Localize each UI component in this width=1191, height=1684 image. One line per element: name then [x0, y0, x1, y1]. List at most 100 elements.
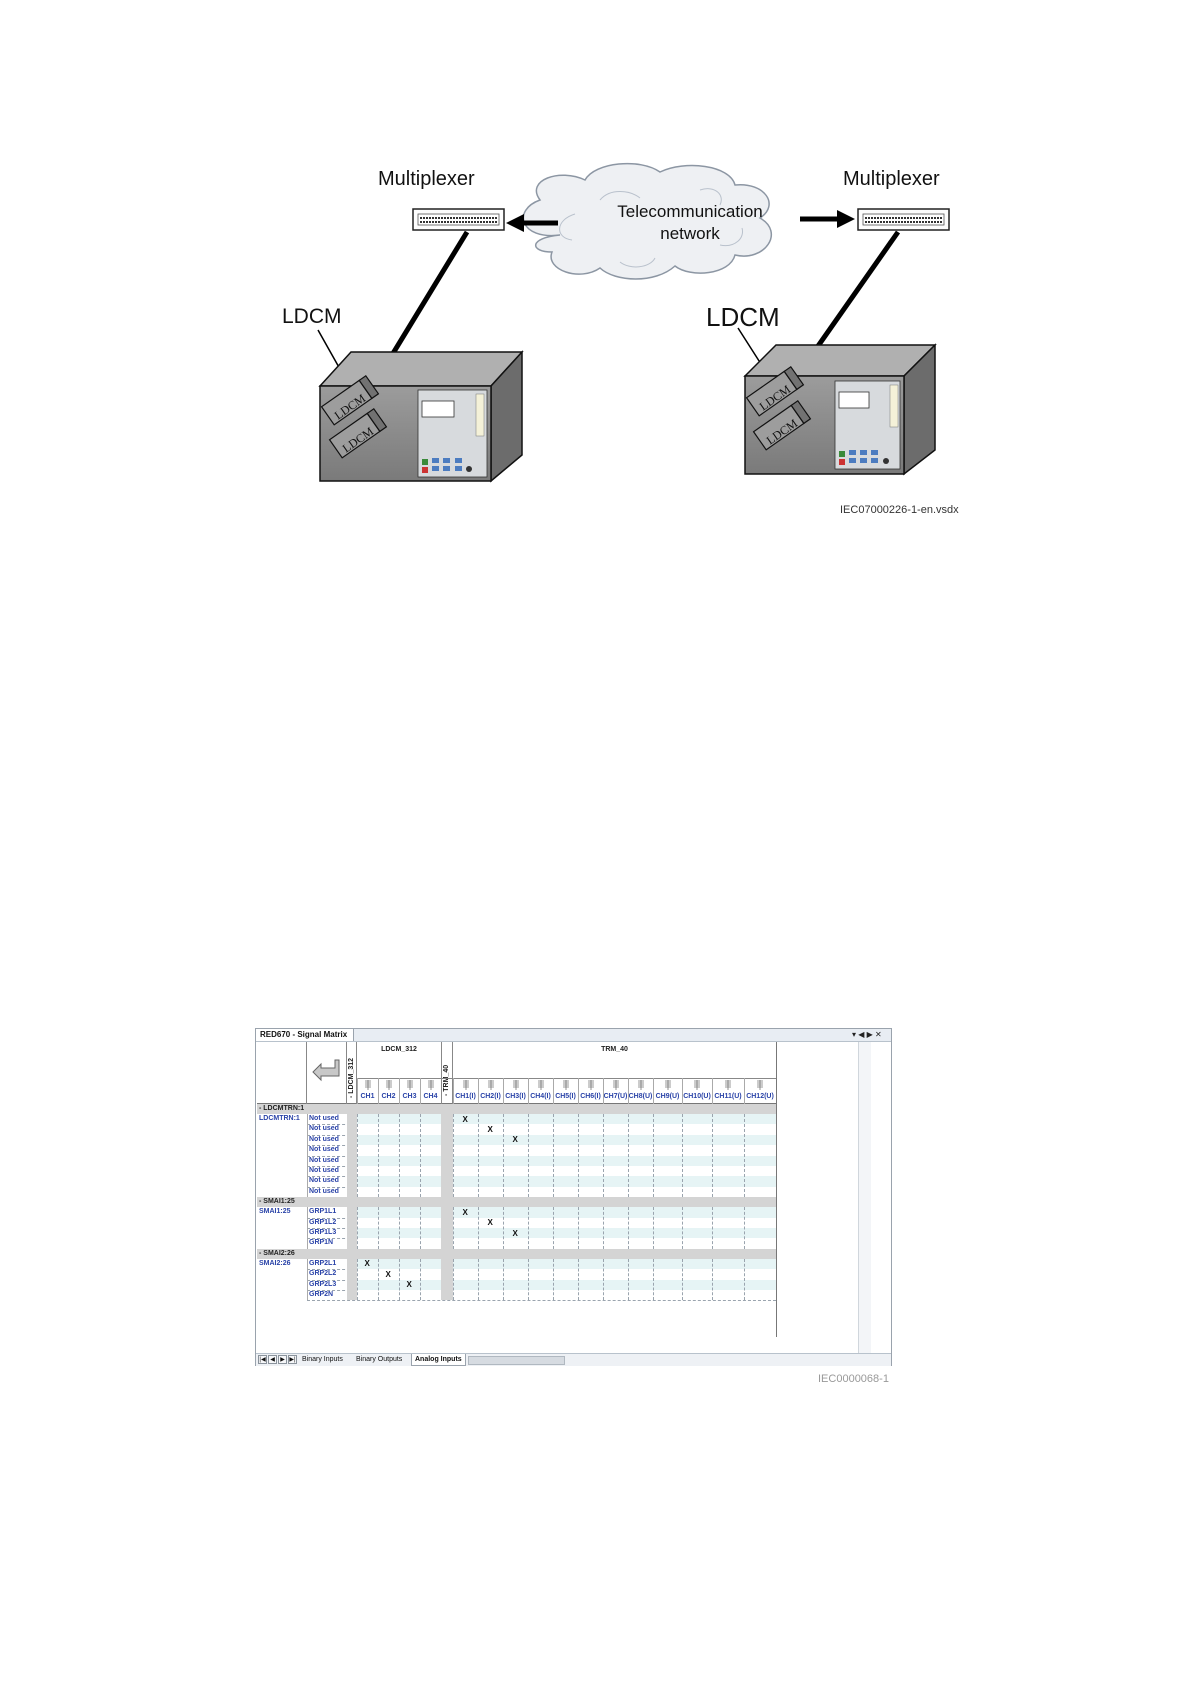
- signal-matrix-window: RED670 - Signal Matrix ▾ ◀ ▶ ✕ - LDCM_31…: [255, 1028, 892, 1366]
- column-divider: [503, 1078, 504, 1104]
- matrix-connection-mark[interactable]: X: [512, 1228, 518, 1238]
- column-header[interactable]: CH5(I): [555, 1093, 576, 1100]
- row-label[interactable]: Not used: [309, 1125, 339, 1133]
- matrix-connection-mark[interactable]: X: [406, 1280, 412, 1290]
- matrix-connection-mark[interactable]: X: [364, 1259, 370, 1269]
- matrix-connection-mark[interactable]: X: [385, 1269, 391, 1279]
- row-label[interactable]: Not used: [309, 1167, 339, 1174]
- column-gridline: [712, 1258, 713, 1301]
- tab-binary-outputs[interactable]: Binary Outputs: [356, 1356, 403, 1363]
- row-label[interactable]: GRP2L2: [309, 1270, 337, 1278]
- multiplexer-right-icon: [857, 208, 950, 231]
- column-header[interactable]: CH6(I): [580, 1093, 601, 1100]
- column-divider: [578, 1078, 579, 1104]
- column-header[interactable]: CH10(U): [683, 1093, 711, 1100]
- column-gridline: [653, 1258, 654, 1301]
- channel-icon: [587, 1080, 595, 1090]
- table-row: [357, 1145, 776, 1156]
- column-header[interactable]: CH1: [360, 1093, 375, 1100]
- channel-icon: [724, 1080, 732, 1090]
- column-gridline: [682, 1207, 683, 1249]
- row-label[interactable]: GRP1L1: [309, 1208, 337, 1216]
- channel-icon: [612, 1080, 620, 1090]
- last-sheet-button[interactable]: ▶|: [288, 1355, 297, 1364]
- matrix-connection-mark[interactable]: X: [512, 1135, 518, 1145]
- corner-arrow-cell: [307, 1042, 347, 1104]
- section-header[interactable]: - LDCMTRN:1: [259, 1105, 305, 1112]
- table-row: [357, 1134, 776, 1146]
- trm-group-header: TRM_40: [601, 1046, 628, 1053]
- column-header[interactable]: CH7(U): [603, 1093, 628, 1100]
- section-header[interactable]: - SMAI1:25: [259, 1198, 295, 1206]
- row-label[interactable]: GRP1L3: [309, 1229, 337, 1236]
- column-divider: [420, 1078, 421, 1104]
- table-row: [357, 1114, 776, 1125]
- channel-icon: [512, 1080, 520, 1090]
- table-row: [357, 1124, 776, 1135]
- matrix-connection-mark[interactable]: X: [487, 1124, 493, 1134]
- matrix-connection-mark[interactable]: X: [462, 1114, 468, 1124]
- column-gridline: [453, 1114, 454, 1198]
- column-header[interactable]: CH4(I): [530, 1093, 551, 1100]
- column-header[interactable]: CH8(U): [628, 1093, 653, 1100]
- document-tab-signal-matrix[interactable]: RED670 - Signal Matrix: [256, 1029, 355, 1041]
- column-header[interactable]: CH4: [423, 1093, 438, 1100]
- first-sheet-button[interactable]: |◀: [258, 1355, 267, 1364]
- column-gridline: [744, 1207, 745, 1249]
- column-gridline: [420, 1207, 421, 1249]
- table-row: [357, 1258, 776, 1270]
- column-header[interactable]: CH11(U): [714, 1093, 742, 1100]
- column-divider: [682, 1078, 683, 1104]
- row-label[interactable]: GRP2L3: [309, 1280, 337, 1288]
- vertical-scrollbar[interactable]: [858, 1042, 871, 1353]
- matrix-connection-mark[interactable]: X: [487, 1218, 493, 1228]
- row-label[interactable]: Not used: [309, 1135, 339, 1143]
- tab-analog-inputs[interactable]: Analog Inputs: [411, 1354, 466, 1366]
- table-row: [357, 1166, 776, 1177]
- channel-icon: [756, 1080, 764, 1090]
- horizontal-scrollbar[interactable]: [468, 1356, 565, 1365]
- table-row: [357, 1290, 776, 1301]
- row-label-divider: [307, 1258, 308, 1301]
- column-header[interactable]: CH9(U): [655, 1093, 680, 1100]
- section-header[interactable]: - SMAI2:26: [259, 1249, 295, 1257]
- column-gridline: [528, 1258, 529, 1301]
- column-gridline: [503, 1258, 504, 1301]
- column-gridline: [603, 1258, 604, 1301]
- tab-binary-inputs[interactable]: Binary Inputs: [302, 1356, 343, 1363]
- row-label[interactable]: GRP2N: [309, 1291, 334, 1298]
- cloud-label-line1: Telecommunication: [617, 202, 763, 221]
- column-header[interactable]: CH1(I): [455, 1093, 476, 1100]
- figure-id: IEC07000226-1-en.vsdx: [840, 504, 959, 516]
- column-divider: [357, 1078, 358, 1104]
- column-header[interactable]: CH12(U): [746, 1093, 774, 1100]
- prev-sheet-button[interactable]: ◀: [268, 1355, 277, 1364]
- column-divider: [712, 1078, 713, 1104]
- row-label[interactable]: GRP1N: [309, 1239, 334, 1247]
- multiplexer-left-icon: [412, 208, 505, 231]
- column-gridline: [744, 1114, 745, 1198]
- row-label[interactable]: GRP2L1: [309, 1259, 337, 1267]
- channel-icon: [637, 1080, 645, 1090]
- row-label[interactable]: Not used: [309, 1115, 339, 1122]
- multiplexer-right-label: Multiplexer: [843, 168, 940, 190]
- column-header[interactable]: CH2: [381, 1093, 396, 1100]
- row-label[interactable]: GRP1L2: [309, 1218, 337, 1226]
- column-gridline: [578, 1114, 579, 1198]
- block-label: SMAI1:25: [259, 1208, 291, 1216]
- column-gridline: [357, 1258, 358, 1301]
- matrix-connection-mark[interactable]: X: [462, 1207, 468, 1217]
- column-header[interactable]: CH3: [402, 1093, 417, 1100]
- row-label[interactable]: Not used: [309, 1177, 339, 1185]
- column-gridline: [628, 1114, 629, 1198]
- row-label[interactable]: Not used: [309, 1187, 339, 1195]
- column-header[interactable]: CH2(I): [480, 1093, 501, 1100]
- window-controls[interactable]: ▾ ◀ ▶ ✕: [852, 1030, 882, 1039]
- column-header[interactable]: CH3(I): [505, 1093, 526, 1100]
- next-sheet-button[interactable]: ▶: [278, 1355, 287, 1364]
- row-label[interactable]: Not used: [309, 1156, 339, 1164]
- column-divider: [628, 1078, 629, 1104]
- column-gridline: [478, 1258, 479, 1301]
- row-label[interactable]: Not used: [309, 1146, 339, 1154]
- column-gridline: [553, 1207, 554, 1249]
